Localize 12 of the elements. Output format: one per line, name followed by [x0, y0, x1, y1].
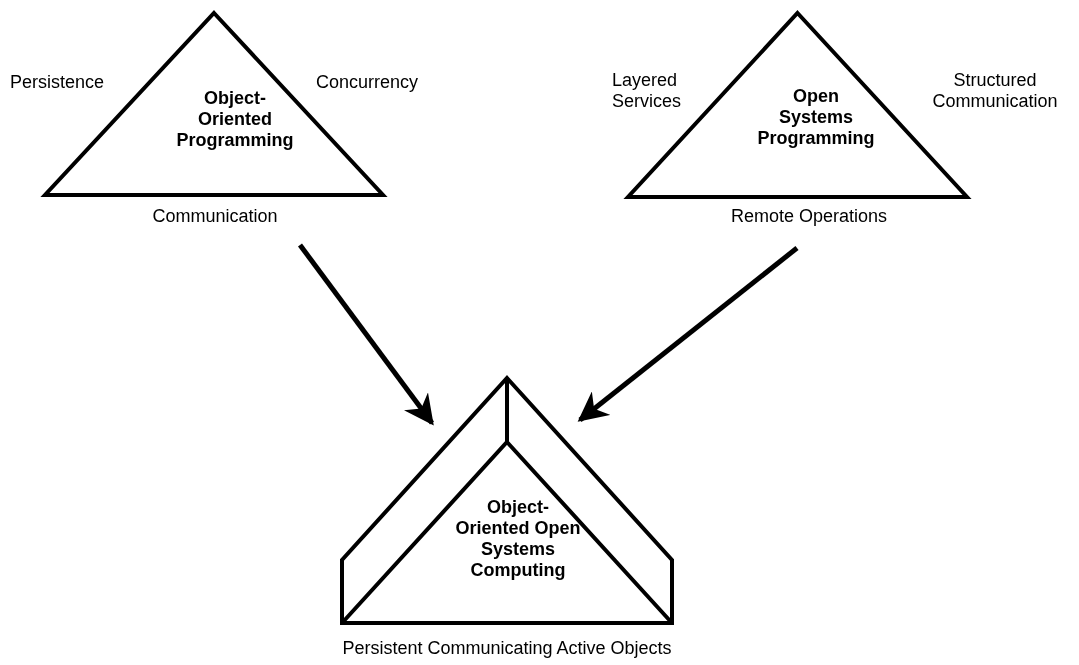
- node-label: Object-Oriented Programming: [176, 88, 294, 151]
- side-label: Remote Operations: [729, 206, 889, 227]
- arrow: [298, 243, 434, 426]
- side-label: Structured Communication: [931, 70, 1059, 112]
- side-label: Persistent Communicating Active Objects: [341, 638, 673, 659]
- node-label: Open Systems Programming: [757, 86, 875, 149]
- side-label: Communication: [151, 206, 279, 227]
- side-label: Concurrency: [316, 72, 420, 93]
- side-label: Layered Services: [612, 70, 683, 112]
- arrow: [577, 246, 799, 422]
- node-label: Object-Oriented Open Systems Computing: [454, 497, 582, 581]
- side-label: Persistence: [10, 72, 106, 93]
